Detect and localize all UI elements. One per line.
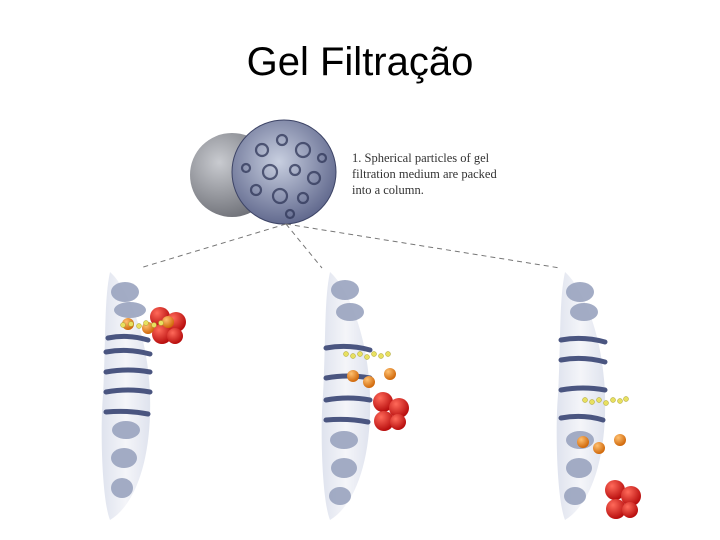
column-3 [557, 272, 605, 520]
column-2 [322, 272, 370, 520]
large-molecule-3 [605, 480, 641, 519]
guide-lines [140, 224, 560, 268]
column-1 [102, 272, 150, 520]
large-molecule-2 [373, 392, 409, 431]
